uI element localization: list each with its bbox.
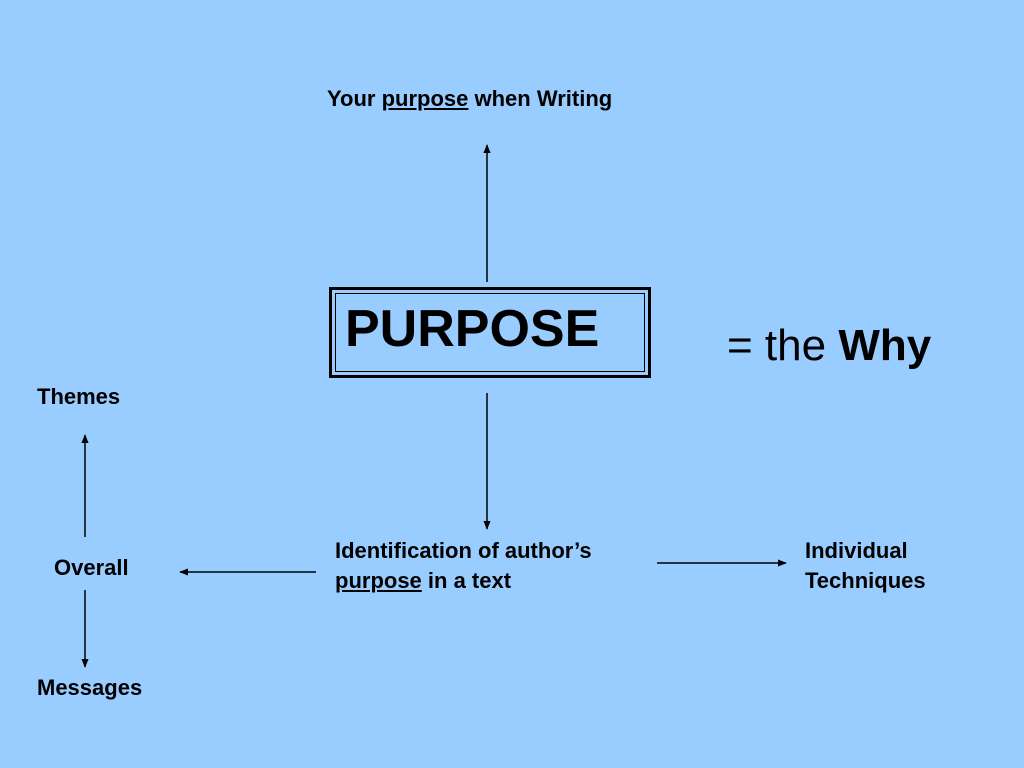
- identification-suffix: in a text: [421, 568, 512, 593]
- purpose-box-inner-border: [335, 293, 645, 372]
- why-definition-prefix: = the: [727, 321, 839, 370]
- themes-label: Themes: [37, 384, 121, 409]
- identification-line-2: purpose in a text: [335, 566, 592, 596]
- writing-purpose-suffix: when Writing: [468, 86, 613, 111]
- why-definition-emphasis: Why: [838, 321, 932, 370]
- identification-label: Identification of author’s purpose in a …: [335, 536, 592, 596]
- why-definition: = the Why: [727, 318, 931, 374]
- identification-emphasis: purpose: [335, 568, 422, 593]
- messages-label: Messages: [37, 675, 143, 700]
- overall-label: Overall: [54, 555, 129, 580]
- individual-techniques-label: Individual Techniques: [805, 536, 926, 596]
- writing-purpose-label: Your purpose when Writing: [327, 84, 612, 114]
- purpose-title: PURPOSE: [345, 300, 600, 358]
- writing-purpose-prefix: Your: [327, 86, 382, 111]
- individual-techniques-line-2: Techniques: [805, 568, 926, 593]
- identification-line-1: Identification of author’s: [335, 538, 592, 563]
- writing-purpose-emphasis: purpose: [381, 86, 469, 111]
- individual-techniques-line-1: Individual: [805, 538, 908, 563]
- purpose-box: [329, 287, 651, 378]
